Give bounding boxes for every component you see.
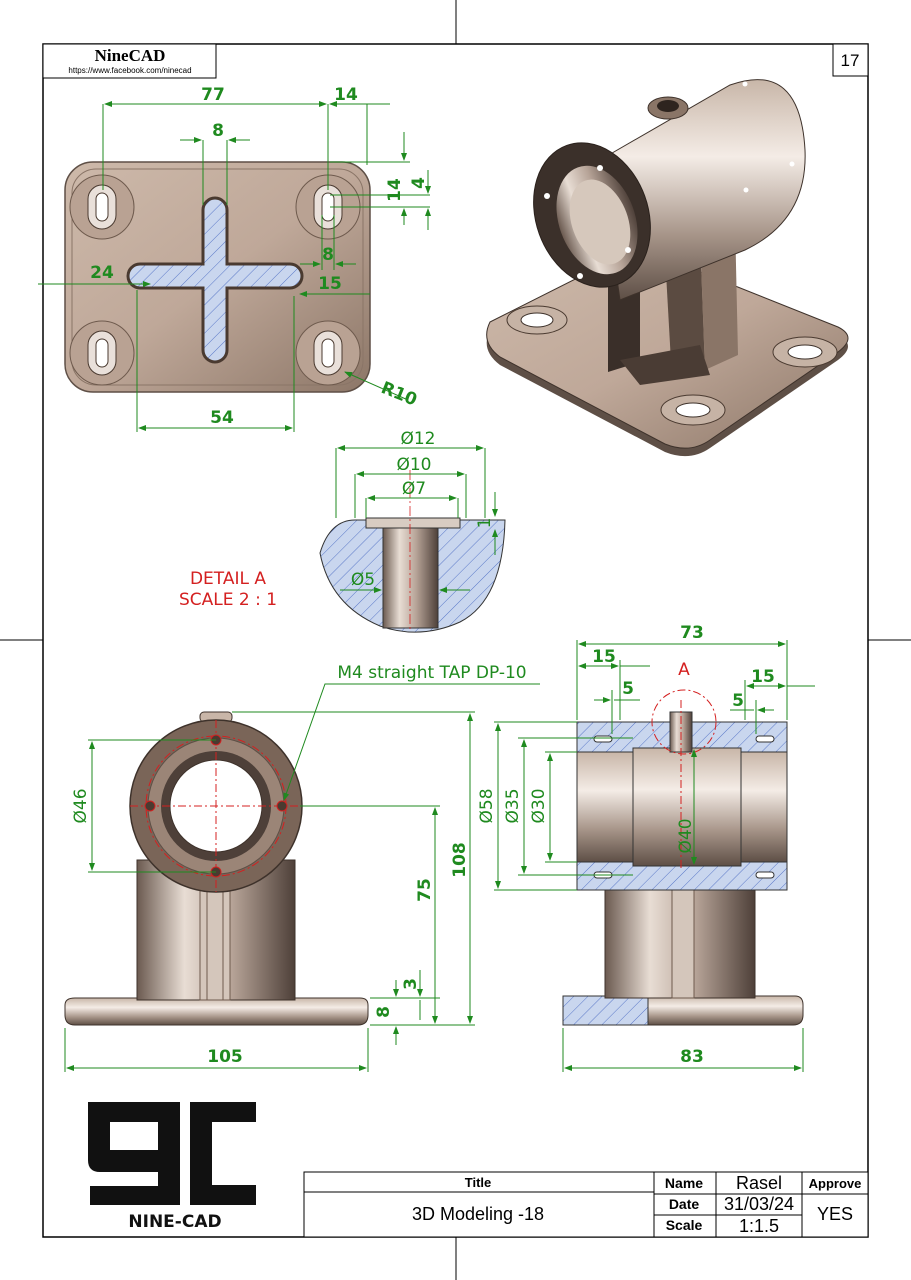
dim-d58: Ø58 [477, 788, 497, 823]
approve-value: YES [817, 1204, 853, 1224]
scale-label: Scale [666, 1217, 703, 1233]
dim-14-top: 14 [334, 85, 358, 105]
dim-d10: Ø10 [396, 455, 431, 475]
slot-bottom-right [295, 320, 361, 386]
isometric-view [486, 79, 849, 457]
slot-top-right [295, 174, 361, 240]
cross-section-rib [126, 196, 304, 364]
detail-a-view: Ø12 Ø10 Ø7 1 Ø5 DETAIL A SCALE 2 : 1 [179, 429, 506, 633]
dim-5-right: 5 [732, 691, 744, 711]
dim-24: 24 [90, 263, 114, 283]
detail-a-title: DETAIL A [190, 569, 266, 589]
dim-d7: Ø7 [402, 479, 426, 499]
nine-cad-logo: NINE-CAD [88, 1102, 256, 1232]
dim-5-left: 5 [622, 679, 634, 699]
dim-d40: Ø40 [676, 818, 696, 853]
dim-3: 3 [401, 978, 421, 990]
dim-r10: R10 [378, 378, 420, 410]
detail-marker: A [678, 660, 690, 680]
title-block: Title 3D Modeling -18 Name Rasel Date 31… [303, 1171, 869, 1238]
section-view: A [562, 660, 804, 1026]
dim-105: 105 [207, 1047, 243, 1067]
section-view-dimensions: 73 15 15 5 5 Ø58 Ø35 Ø30 Ø40 83 [477, 623, 815, 1072]
dim-54: 54 [210, 408, 234, 428]
dim-15: 15 [318, 274, 342, 294]
scale-value: 1:1.5 [739, 1216, 779, 1236]
name-value: Rasel [736, 1173, 782, 1193]
dim-108: 108 [450, 842, 470, 878]
brand-header: NineCAD https://www.facebook.com/ninecad [42, 43, 217, 79]
dim-d30: Ø30 [529, 788, 549, 823]
detail-a-scale: SCALE 2 : 1 [179, 590, 277, 610]
dim-d46: Ø46 [71, 788, 91, 823]
brand-url: https://www.facebook.com/ninecad [68, 66, 191, 75]
sheet-number: 17 [841, 51, 860, 70]
dim-8: 8 [374, 1006, 394, 1018]
sheet-number-box: 17 [832, 43, 869, 77]
approve-label: Approve [809, 1176, 862, 1191]
dim-83: 83 [680, 1047, 704, 1067]
brand-name: NineCAD [95, 46, 166, 65]
date-label: Date [669, 1196, 700, 1212]
slot-bottom-left [69, 320, 135, 386]
dim-8-slot: 8 [212, 121, 224, 141]
front-view-dimensions: M4 straight TAP DP-10 Ø46 108 75 3 8 105 [64, 663, 540, 1072]
dim-15-left: 15 [592, 647, 616, 667]
logo-text: NINE-CAD [128, 1212, 221, 1232]
name-label: Name [665, 1175, 703, 1191]
front-view [64, 711, 369, 1026]
slot-top-left [69, 174, 135, 240]
dim-75: 75 [415, 878, 435, 902]
dim-d5: Ø5 [351, 570, 375, 590]
dim-d35: Ø35 [503, 788, 523, 823]
dim-d12: Ø12 [400, 429, 435, 449]
dim-4: 4 [409, 177, 429, 189]
title-label: Title [465, 1175, 492, 1190]
date-value: 31/03/24 [724, 1194, 794, 1214]
dim-77: 77 [201, 85, 225, 105]
tap-note: M4 straight TAP DP-10 [337, 663, 526, 683]
title-value: 3D Modeling -18 [412, 1204, 544, 1224]
dim-8-side: 8 [322, 245, 334, 265]
dim-1: 1 [475, 518, 495, 529]
dim-15-right: 15 [751, 667, 775, 687]
dim-73: 73 [680, 623, 704, 643]
dim-14-side: 14 [385, 178, 405, 202]
